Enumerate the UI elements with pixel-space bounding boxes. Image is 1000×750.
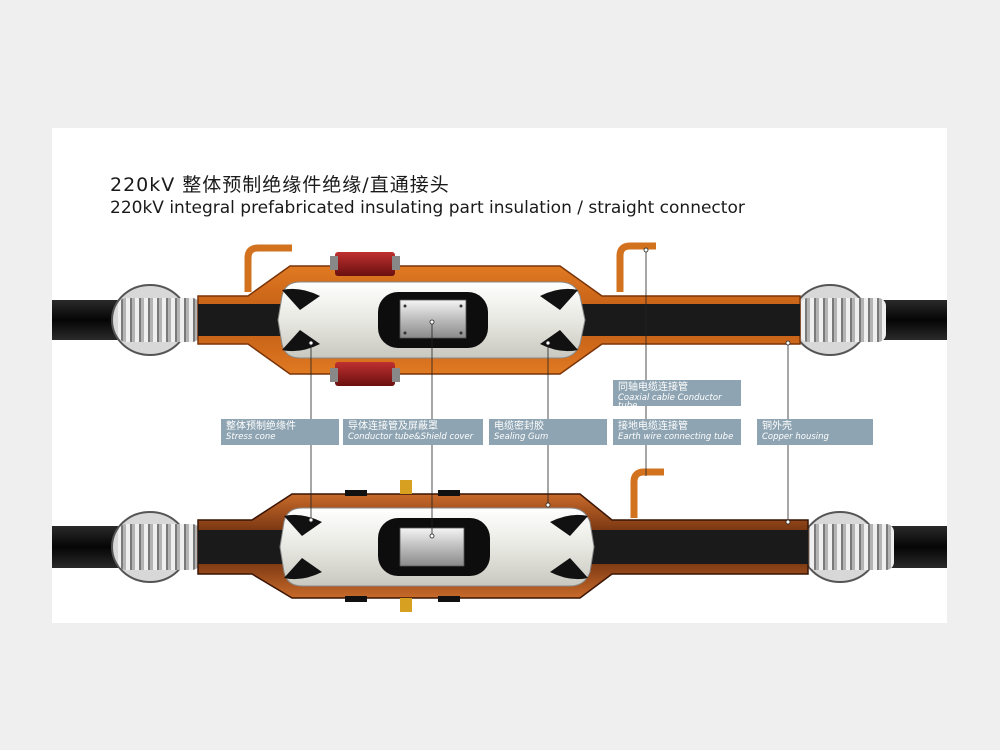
deflector-rt-top	[540, 288, 578, 310]
label-coaxial-tube: 同轴电缆连接管 Coaxial cable Conductor tube	[613, 380, 741, 411]
label-earth-wire: 接地电缆连接管 Earth wire connecting tube	[613, 419, 741, 445]
corrugated-right-bottom	[808, 524, 894, 570]
title-english: 220kV integral prefabricated insulating …	[110, 198, 745, 218]
vent-top-bottom	[400, 480, 412, 494]
vent-bottom-bottom	[400, 598, 412, 612]
connector-top	[52, 242, 947, 386]
connector-bottom	[52, 468, 947, 612]
title-chinese: 220kV 整体预制绝缘件绝缘/直通接头	[110, 174, 450, 196]
label-copper-housing: 铜外壳 Copper housing	[757, 419, 873, 445]
clamp-top-lower	[335, 362, 395, 386]
deflector-lb-top	[282, 330, 320, 352]
label-conductor-tube: 导体连接管及屏蔽罩 Conductor tube&Shield cover	[343, 419, 483, 445]
conductor-tube-top	[399, 299, 467, 339]
earth-pipe-bottom	[630, 468, 664, 518]
coaxial-pipe-right-top	[616, 242, 656, 292]
deflector-lt-top	[282, 288, 320, 310]
corrugated-left-bottom	[118, 524, 200, 570]
label-sealing-gum: 电缆密封胶 Sealing Gum	[489, 419, 607, 445]
deflector-rb-top	[540, 330, 578, 352]
earth-pipe-left-top	[244, 244, 292, 292]
leader-dots	[308, 247, 791, 539]
clamp-top-upper	[335, 252, 395, 276]
label-stress-cone: 整体预制绝缘件 Stress cone	[221, 419, 339, 445]
corrugated-left-top	[118, 298, 200, 342]
corrugated-right-top	[800, 298, 886, 342]
